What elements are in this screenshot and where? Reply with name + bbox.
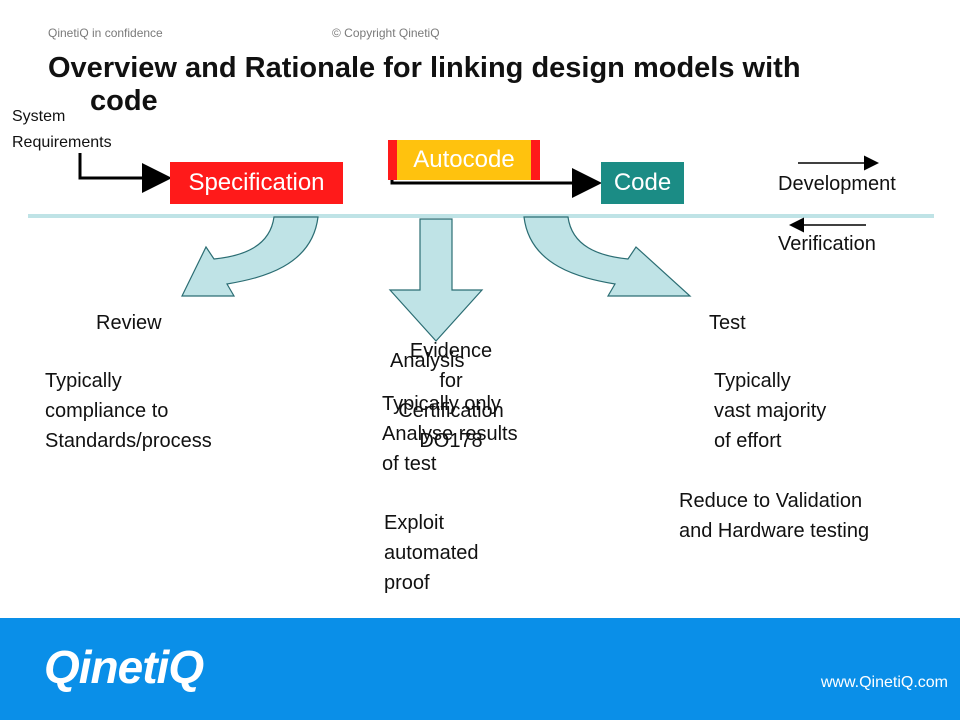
code-box: Code — [601, 162, 684, 204]
analysis-label: Analysis — [390, 350, 465, 372]
exploit-line3: proof — [384, 572, 430, 594]
system-requirements-label: System Requirements — [12, 104, 112, 156]
review-label: Review — [96, 312, 162, 334]
review-arrow — [181, 216, 319, 297]
analysis-description: Typically only Analyse results of test — [382, 389, 518, 479]
autocode-box: Autocode — [397, 140, 531, 180]
autocode-connector — [390, 168, 602, 198]
exploit-line1: Exploit — [384, 512, 445, 534]
development-label: Development — [778, 173, 896, 195]
evidence-line4: DO178 — [419, 430, 483, 452]
test-desc-line2: vast majority — [714, 400, 827, 422]
review-desc-line2: compliance to — [45, 400, 169, 422]
website-link[interactable]: www.QinetiQ.com — [820, 674, 948, 691]
reduce-line2: and Hardware testing — [679, 520, 870, 542]
test-desc-line3: of effort — [714, 430, 782, 452]
test-description: Typically vast majority of effort — [714, 366, 826, 456]
diagram-graphics — [28, 153, 934, 342]
review-desc-line1: Typically — [45, 370, 122, 392]
analysis-desc-line1: Typically only — [382, 393, 501, 415]
exploit-line2: automated — [384, 542, 479, 564]
evidence-text: Evidence for Certification DO178 — [386, 336, 516, 456]
requirements-connector — [78, 153, 172, 193]
system-requirements-line1: System — [12, 108, 66, 125]
confidentiality-label: QinetiQ in confidence — [48, 26, 163, 40]
page-title-continued: code — [90, 85, 158, 117]
reduce-line1: Reduce to Validation — [679, 490, 863, 512]
qinetiq-logo: QinetiQ — [44, 641, 204, 693]
system-requirements-line2: Requirements — [12, 134, 112, 151]
footer-bar — [0, 618, 960, 720]
evidence-line1: Evidence — [409, 340, 493, 362]
reduce-text: Reduce to Validation and Hardware testin… — [679, 486, 869, 546]
evidence-line2: for — [439, 370, 463, 392]
analysis-desc-line3: of test — [382, 453, 437, 475]
analysis-arrow — [388, 218, 484, 342]
test-arrow — [523, 216, 692, 297]
review-desc-line3: Standards/process — [45, 430, 212, 452]
specification-box: Specification — [170, 162, 343, 204]
exploit-proof-text: Exploit automated proof — [384, 508, 479, 598]
analysis-desc-line2: Analyse results — [382, 423, 518, 445]
test-label: Test — [709, 312, 746, 334]
review-description: Typically compliance to Standards/proces… — [45, 366, 212, 456]
verification-label: Verification — [778, 233, 876, 255]
page-title: Overview and Rationale for linking desig… — [48, 52, 801, 84]
evidence-line3: Certification — [398, 400, 504, 422]
test-desc-line1: Typically — [714, 370, 791, 392]
copyright-label: © Copyright QinetiQ — [332, 26, 440, 40]
